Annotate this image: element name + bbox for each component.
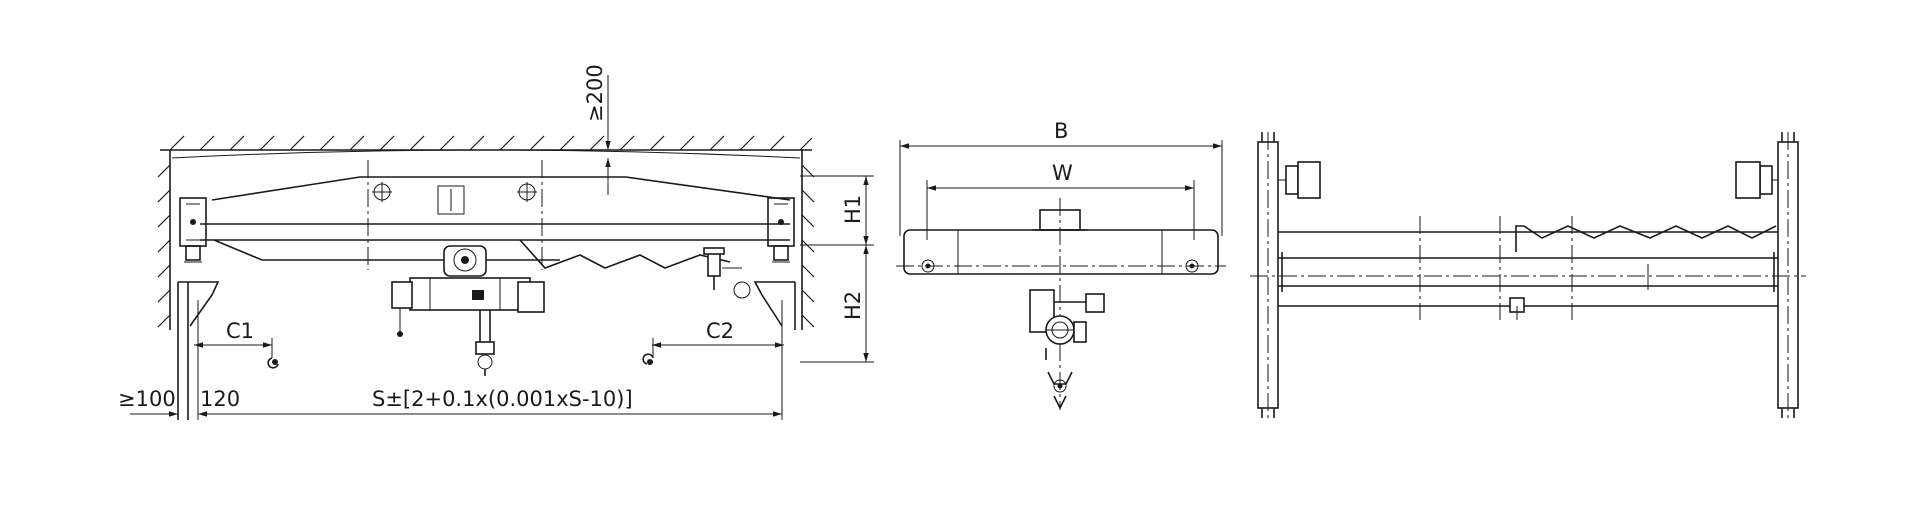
h2-label: H2 [841, 291, 865, 320]
c1-label: C1 [226, 319, 254, 343]
height-dimensions: H1 H2 [800, 175, 874, 363]
top-clearance-label: ≥200 [583, 64, 607, 122]
hoist-front [391, 245, 545, 376]
right-end-carriage [753, 197, 796, 330]
top-left-carriage [1257, 132, 1321, 420]
h1-label: H1 [841, 195, 865, 224]
hoist-side [1029, 289, 1105, 410]
clearance-arc [171, 149, 801, 159]
end-carriage-side [896, 198, 1226, 410]
front-view: ≥200 [118, 64, 874, 420]
span-dimension: ≥100 120 S±[2+0.1x(0.001xS-10)] [118, 300, 783, 420]
b-label: B [1054, 119, 1068, 143]
c1-dimension: C1 [194, 319, 272, 348]
c2-dimension: C2 [652, 319, 784, 348]
right-wall [801, 150, 815, 330]
hook-c2 [642, 338, 654, 365]
left-wall [157, 150, 171, 330]
w-label: W [1052, 161, 1073, 185]
c2-label: C2 [706, 319, 734, 343]
main-girder [200, 160, 791, 270]
limit-switch [703, 247, 751, 299]
ceiling-hatching [160, 135, 813, 151]
span-formula-label: S±[2+0.1x(0.001xS-10)] [372, 387, 633, 411]
top-girder [1250, 216, 1806, 320]
side-view: B W [896, 119, 1226, 410]
end-offset-label: 120 [200, 387, 240, 411]
side-clearance-label: ≥100 [118, 387, 176, 411]
b-dimension: B [899, 119, 1223, 236]
top-view [1250, 132, 1806, 420]
top-clearance-dimension: ≥200 [583, 64, 611, 195]
top-right-carriage [1735, 132, 1799, 420]
hook-c1 [267, 338, 279, 369]
